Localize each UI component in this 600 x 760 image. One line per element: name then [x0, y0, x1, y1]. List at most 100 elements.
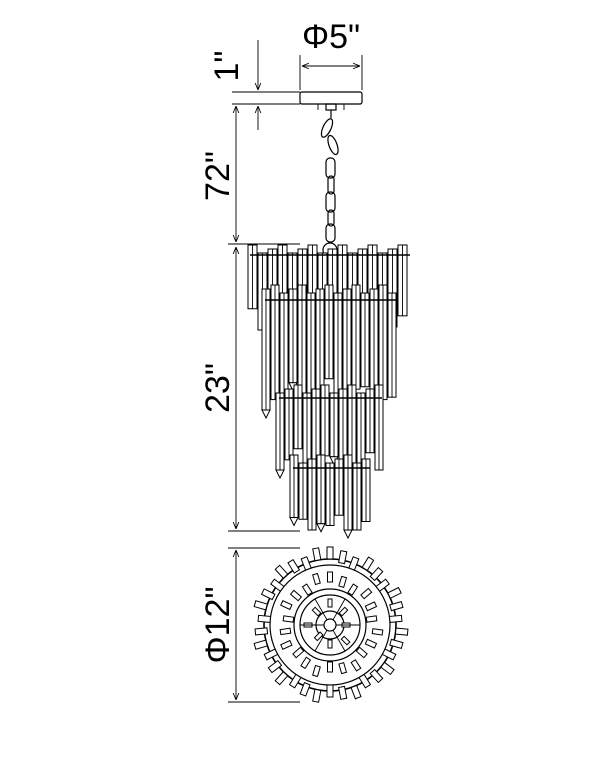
- crystal-prism: [312, 664, 321, 678]
- canopy-side-view: [299, 91, 363, 111]
- crystal-prism: [315, 288, 325, 403]
- crystal-prism: [320, 384, 330, 457]
- crystal-prism: [325, 462, 335, 526]
- crystal-prism: [387, 586, 402, 599]
- crystal-prism: [312, 688, 322, 703]
- crystal-prism: [270, 578, 285, 592]
- crystal-prism: [253, 600, 268, 611]
- crystal-prism: [280, 639, 293, 650]
- crystal-prism: [394, 627, 409, 636]
- crystal-prism: [361, 458, 371, 522]
- crystal-prism: [279, 627, 292, 636]
- crystal-prism: [371, 628, 384, 636]
- crystal-prism: [369, 668, 384, 684]
- crystal-prism: [375, 578, 390, 592]
- crystal-prism: [300, 556, 312, 571]
- body-height-label: 23": [199, 363, 237, 413]
- crystal-prism: [267, 659, 283, 674]
- crystal-prism: [263, 648, 279, 661]
- crystal-prism: [293, 384, 303, 450]
- crystal-prism: [347, 384, 357, 464]
- crystal-prism: [298, 462, 308, 520]
- crystal-prism: [312, 572, 321, 586]
- crystal-prism: [270, 284, 280, 401]
- crystal-prism: [300, 656, 312, 670]
- crystal-prism: [307, 458, 317, 531]
- chain-length-label: 72": [199, 151, 237, 201]
- chain-length-dimension: 72": [199, 106, 300, 245]
- crystal-prism: [288, 288, 298, 392]
- crystal-prism: [338, 606, 349, 617]
- crystal-body-side-view: [247, 244, 410, 540]
- crystal-prism: [287, 558, 301, 574]
- body-height-dimension: 23": [199, 247, 300, 532]
- crystal-prism: [338, 550, 348, 565]
- body-diameter-dimension: Φ12": [199, 547, 300, 703]
- crystal-prism: [364, 638, 378, 649]
- crystal-prism: [378, 284, 388, 401]
- crystal-prism: [280, 600, 293, 611]
- crystal-prism: [388, 614, 403, 623]
- crystal-prism: [352, 462, 362, 531]
- crystal-prism: [389, 638, 404, 650]
- crystal-prism: [260, 588, 276, 601]
- crystal-prism: [347, 583, 359, 596]
- crystal-prism: [348, 556, 360, 571]
- crystal-prism: [327, 639, 333, 649]
- crystal-prism: [257, 614, 272, 623]
- chandelier-top-view: [253, 546, 409, 703]
- canopy-diameter-dimension: Φ5": [299, 18, 363, 90]
- crystal-prism: [282, 615, 295, 623]
- crystal-prism: [389, 600, 404, 612]
- crystal-prism: [292, 646, 305, 659]
- canopy-diameter-label: Φ5": [302, 18, 360, 56]
- crystal-prism: [327, 661, 333, 673]
- crystal-prism: [274, 671, 289, 686]
- crystal-prism: [313, 631, 324, 642]
- crystal-prism: [327, 598, 333, 608]
- crystal-prism: [355, 646, 368, 659]
- crystal-prism: [299, 682, 311, 697]
- crystal-prism: [365, 388, 375, 454]
- crystal-prism: [279, 292, 289, 398]
- crystal-prism: [338, 662, 348, 675]
- crystal-prism: [374, 384, 384, 471]
- crystal-prism: [360, 587, 373, 600]
- crystal-prism: [326, 546, 334, 560]
- canopy-height-label: 1": [208, 51, 246, 82]
- crystal-prism: [324, 284, 334, 380]
- crystal-prism: [284, 388, 294, 461]
- crystal-prism: [360, 292, 370, 388]
- crystal-prism: [358, 673, 372, 689]
- crystal-prism: [387, 292, 397, 398]
- crystal-prism: [369, 566, 384, 582]
- crystal-prism: [253, 639, 268, 650]
- crystal-prism: [289, 589, 303, 602]
- crystal-prism: [350, 659, 362, 672]
- crystal-prism: [365, 615, 378, 623]
- crystal-prism: [329, 392, 339, 466]
- crystal-prism: [338, 575, 348, 588]
- crystal-prism: [261, 288, 271, 420]
- crystal-prism: [327, 571, 333, 583]
- body-diameter-label: Φ12": [199, 586, 237, 663]
- crystal-prism: [301, 583, 313, 596]
- canopy-height-dimension: 1": [208, 40, 300, 130]
- crystal-prism: [312, 547, 322, 562]
- crystal-prism: [275, 392, 285, 480]
- crystal-prism: [381, 648, 397, 661]
- crystal-prism: [350, 684, 362, 700]
- crystal-prism: [254, 627, 269, 636]
- suspension-chain: [320, 110, 339, 263]
- crystal-prism: [274, 564, 289, 579]
- crystal-prism: [364, 601, 378, 612]
- crystal-prism: [288, 673, 302, 689]
- crystal-prism: [361, 556, 375, 572]
- crystal-prism: [316, 454, 326, 533]
- crystal-prism: [397, 244, 408, 317]
- crystal-prism: [343, 454, 353, 540]
- crystal-prism: [326, 684, 334, 698]
- crystal-prism: [338, 685, 348, 700]
- crystal-prism: [289, 454, 299, 527]
